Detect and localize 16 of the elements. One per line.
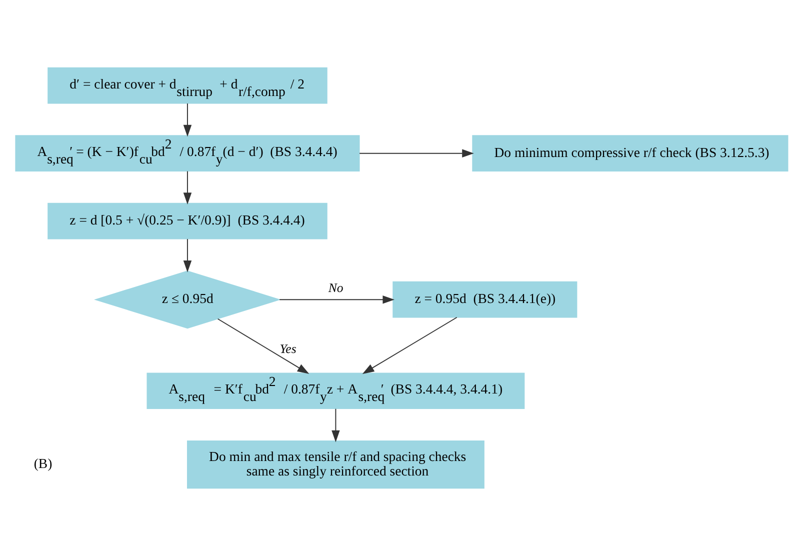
- arrow: [359, 149, 474, 158]
- node-box: Do min and max tensile r/f and spacing checks same as singly reinforced section: [186, 440, 484, 489]
- node-box: z = d [0.5 + √(0.25 − K′/0.9)] (BS 3.4.4.4): [48, 202, 328, 240]
- arrow: [183, 238, 192, 272]
- node-diamond: z ≤ 0.95d: [94, 270, 281, 329]
- arrow: [183, 103, 192, 137]
- arrow: [362, 316, 458, 374]
- label: (B): [34, 456, 52, 472]
- edge-label: Yes: [280, 342, 296, 356]
- arrow: [183, 170, 192, 204]
- node-box: Do minimum compressive r/f check (BS 3.12.5.3): [472, 135, 788, 172]
- node-box: z = 0.95d (BS 3.4.4.1(e)): [392, 281, 578, 318]
- edge-label: No: [328, 281, 344, 296]
- arrow: [217, 318, 310, 374]
- arrow: [279, 295, 394, 304]
- arrow: [332, 408, 340, 442]
